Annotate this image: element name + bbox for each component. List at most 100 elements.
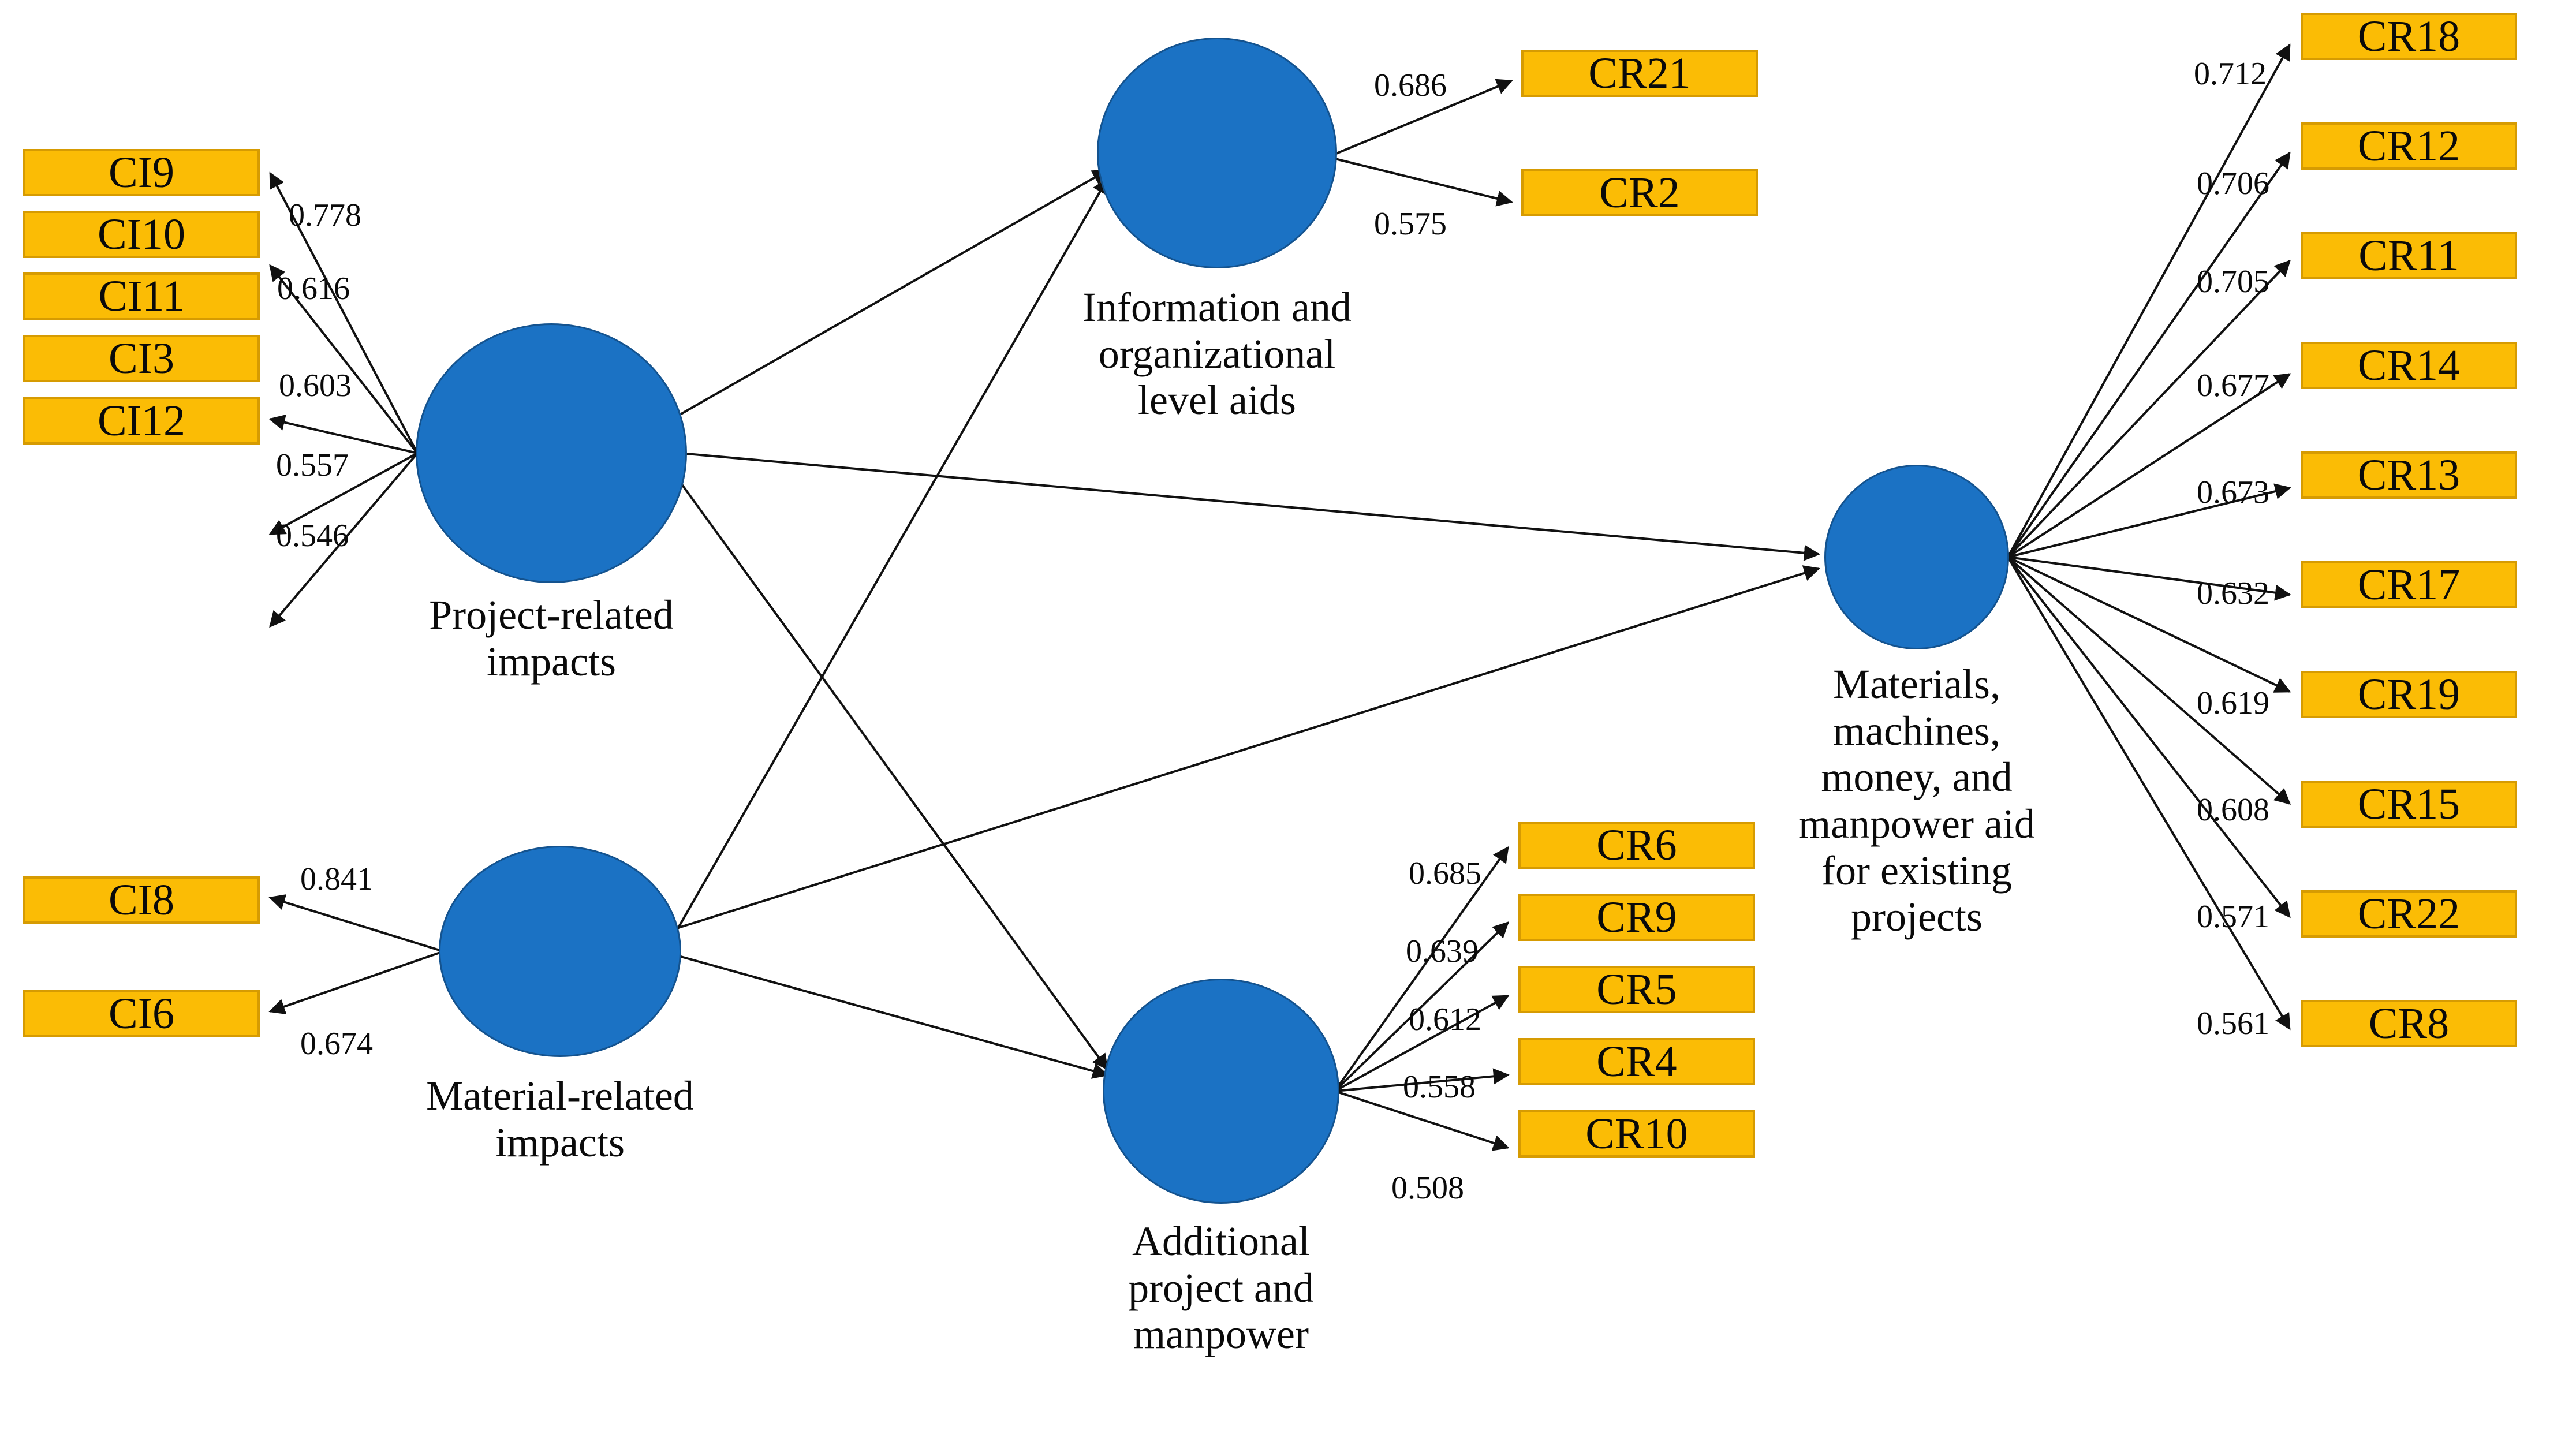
indicator-box-cr21[interactable]: CR21 bbox=[1521, 50, 1758, 97]
loading-path-additional-project-manpower-to-cr10 bbox=[1334, 1090, 1510, 1151]
construct-caption-additional-project-manpower: Additional project and manpower bbox=[1128, 1218, 1314, 1358]
loading-path-mmm-manpower-aid-to-cr13 bbox=[2007, 483, 2291, 558]
loading-path-mmm-manpower-aid-to-cr19 bbox=[2007, 556, 2291, 693]
structural-path-material-related-to-mmm-manpower-aid bbox=[676, 565, 1820, 929]
indicator-box-cr8[interactable]: CR8 bbox=[2301, 1000, 2517, 1047]
indicator-box-cr11[interactable]: CR11 bbox=[2301, 232, 2517, 279]
loading-path-mmm-manpower-aid-to-cr18 bbox=[2007, 43, 2291, 558]
construct-node-material-related[interactable] bbox=[439, 846, 681, 1057]
loading-value-cr12: 0.706 bbox=[2197, 166, 2269, 201]
indicator-label: CR17 bbox=[2357, 561, 2461, 609]
structural-path-project-related-to-mmm-manpower-aid bbox=[680, 452, 1820, 561]
indicator-label: CR10 bbox=[1585, 1110, 1688, 1158]
indicator-box-cr13[interactable]: CR13 bbox=[2301, 451, 2517, 499]
construct-node-additional-project-manpower[interactable] bbox=[1103, 979, 1339, 1204]
loading-path-additional-project-manpower-to-cr6 bbox=[1334, 846, 1509, 1092]
indicator-box-ci12[interactable]: CI12 bbox=[23, 397, 260, 445]
loading-path-additional-project-manpower-to-cr5 bbox=[1334, 995, 1510, 1092]
loading-value-cr15: 0.608 bbox=[2197, 792, 2269, 828]
indicator-label: CI11 bbox=[98, 272, 185, 320]
loading-value-cr21: 0.686 bbox=[1374, 68, 1447, 103]
structural-edges bbox=[675, 169, 1820, 1079]
indicator-box-cr18[interactable]: CR18 bbox=[2301, 13, 2517, 60]
indicator-label: CR18 bbox=[2357, 12, 2461, 61]
loading-path-additional-project-manpower-to-cr4 bbox=[1334, 1068, 1510, 1092]
loading-value-cr14: 0.677 bbox=[2197, 368, 2269, 404]
loading-path-project-related-to-ci9 bbox=[269, 171, 419, 454]
loading-value-cr8: 0.561 bbox=[2197, 1006, 2269, 1041]
loading-value-cr10: 0.508 bbox=[1391, 1170, 1464, 1206]
indicator-box-cr4[interactable]: CR4 bbox=[1518, 1038, 1755, 1085]
loading-value-cr4: 0.558 bbox=[1403, 1069, 1476, 1105]
indicator-label: CR22 bbox=[2357, 890, 2461, 938]
loading-path-mmm-manpower-aid-to-cr15 bbox=[2007, 556, 2291, 805]
loading-value-cr17: 0.632 bbox=[2197, 576, 2269, 611]
construct-caption-info-org-aids: Information and organizational level aid… bbox=[1082, 284, 1352, 424]
indicator-label: CI3 bbox=[109, 334, 174, 383]
indicator-label: CR5 bbox=[1596, 965, 1677, 1014]
loading-value-ci12: 0.546 bbox=[276, 518, 349, 554]
indicator-box-cr14[interactable]: CR14 bbox=[2301, 342, 2517, 389]
loading-value-cr13: 0.673 bbox=[2197, 475, 2269, 510]
loading-edges bbox=[268, 43, 2291, 1151]
indicator-box-ci3[interactable]: CI3 bbox=[23, 335, 260, 382]
loading-path-project-related-to-ci11 bbox=[268, 415, 418, 454]
indicator-box-ci11[interactable]: CI11 bbox=[23, 272, 260, 320]
indicator-label: CI8 bbox=[109, 876, 174, 924]
loading-path-project-related-to-ci3 bbox=[268, 452, 418, 535]
loading-path-info-org-aids-to-cr21 bbox=[1327, 79, 1513, 158]
loading-path-material-related-to-ci8 bbox=[268, 894, 444, 953]
indicator-box-cr6[interactable]: CR6 bbox=[1518, 822, 1755, 869]
indicator-box-cr10[interactable]: CR10 bbox=[1518, 1110, 1755, 1158]
structural-path-project-related-to-additional-project-manpower bbox=[679, 481, 1108, 1071]
indicator-box-cr9[interactable]: CR9 bbox=[1518, 894, 1755, 941]
loading-value-cr11: 0.705 bbox=[2197, 264, 2269, 300]
indicator-box-cr15[interactable]: CR15 bbox=[2301, 781, 2517, 828]
construct-caption-project-related: Project-related impacts bbox=[429, 592, 674, 685]
indicator-box-ci6[interactable]: CI6 bbox=[23, 990, 260, 1037]
loading-value-cr22: 0.571 bbox=[2197, 899, 2269, 935]
structural-path-project-related-to-info-org-aids bbox=[680, 169, 1109, 416]
loading-path-mmm-manpower-aid-to-cr8 bbox=[2007, 556, 2291, 1031]
indicator-label: CR6 bbox=[1596, 821, 1677, 869]
loading-value-cr5: 0.612 bbox=[1409, 1002, 1481, 1037]
loading-path-project-related-to-ci12 bbox=[269, 452, 419, 628]
loading-path-additional-project-manpower-to-cr9 bbox=[1334, 921, 1510, 1092]
indicator-label: CR14 bbox=[2357, 341, 2461, 390]
indicator-label: CR9 bbox=[1596, 893, 1677, 942]
indicator-box-ci8[interactable]: CI8 bbox=[23, 876, 260, 924]
indicator-label: CI10 bbox=[98, 210, 185, 259]
indicator-box-cr5[interactable]: CR5 bbox=[1518, 966, 1755, 1013]
indicator-box-cr2[interactable]: CR2 bbox=[1521, 169, 1758, 216]
indicator-label: CR2 bbox=[1599, 169, 1680, 217]
loading-value-ci9: 0.778 bbox=[289, 197, 361, 233]
construct-node-project-related[interactable] bbox=[416, 323, 687, 583]
loading-value-ci11: 0.603 bbox=[279, 368, 352, 404]
construct-node-mmm-manpower-aid[interactable] bbox=[1824, 465, 2009, 649]
indicator-label: CR21 bbox=[1588, 49, 1691, 98]
indicator-box-cr19[interactable]: CR19 bbox=[2301, 671, 2517, 718]
indicator-label: CI9 bbox=[109, 148, 174, 197]
indicator-box-cr12[interactable]: CR12 bbox=[2301, 122, 2517, 170]
indicator-box-cr22[interactable]: CR22 bbox=[2301, 890, 2517, 938]
indicator-label: CR12 bbox=[2357, 122, 2461, 170]
indicator-box-ci10[interactable]: CI10 bbox=[23, 211, 260, 258]
indicator-label: CR11 bbox=[2358, 232, 2459, 280]
loading-path-mmm-manpower-aid-to-cr11 bbox=[2007, 259, 2291, 558]
indicator-label: CR19 bbox=[2357, 670, 2461, 719]
loading-value-ci8: 0.841 bbox=[300, 861, 373, 897]
indicator-label: CR13 bbox=[2357, 451, 2461, 499]
loading-path-info-org-aids-to-cr2 bbox=[1327, 156, 1513, 207]
construct-node-info-org-aids[interactable] bbox=[1097, 38, 1337, 268]
indicator-label: CR8 bbox=[2368, 999, 2450, 1048]
indicator-box-ci9[interactable]: CI9 bbox=[23, 149, 260, 196]
construct-caption-material-related: Material-related impacts bbox=[426, 1073, 694, 1166]
structural-path-material-related-to-additional-project-manpower bbox=[676, 954, 1109, 1079]
loading-path-mmm-manpower-aid-to-cr14 bbox=[2007, 373, 2291, 558]
indicator-box-cr17[interactable]: CR17 bbox=[2301, 561, 2517, 608]
indicator-label: CI12 bbox=[98, 397, 185, 445]
indicator-label: CR4 bbox=[1596, 1037, 1677, 1086]
loading-path-material-related-to-ci6 bbox=[268, 950, 444, 1014]
loading-value-ci10: 0.616 bbox=[277, 271, 350, 307]
